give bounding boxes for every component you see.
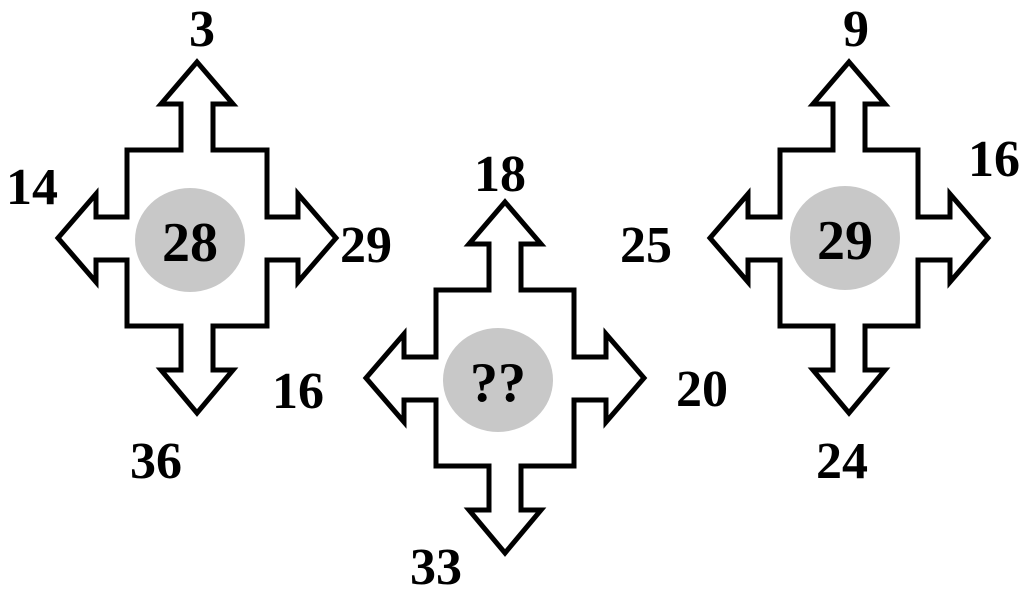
puzzle-1: 28 3 14 29 16 36 <box>6 1 392 490</box>
puzzle-3-center-value: 29 <box>817 210 873 272</box>
puzzle-3-center-circle <box>790 186 900 290</box>
puzzle-2-bottom-label: 33 <box>410 539 462 592</box>
puzzle-2-top-label: 18 <box>474 146 526 203</box>
puzzle-3-top-label: 9 <box>843 1 869 58</box>
puzzle-1-bottom-label: 36 <box>130 433 182 490</box>
puzzle-1-bottom-right-label: 16 <box>272 363 324 420</box>
puzzle-3: 29 9 25 16 24 <box>620 1 1020 490</box>
puzzle-3-left-label: 25 <box>620 217 672 274</box>
puzzle-3-right-label: 16 <box>968 131 1020 188</box>
puzzle-2-center-value: ?? <box>470 352 526 414</box>
puzzle-2: ?? 18 20 33 <box>362 146 728 596</box>
puzzle-2-right-label: 20 <box>676 361 728 418</box>
puzzle-2-center-circle <box>443 328 553 432</box>
puzzle-1-left-label: 14 <box>6 159 58 216</box>
puzzle-3-bottom-label: 24 <box>816 433 868 490</box>
puzzle-1-right-label: 29 <box>340 217 392 274</box>
puzzle-1-top-label: 3 <box>189 1 215 58</box>
puzzle-1-center-value: 28 <box>162 212 218 274</box>
puzzle-1-center-circle <box>135 188 245 292</box>
